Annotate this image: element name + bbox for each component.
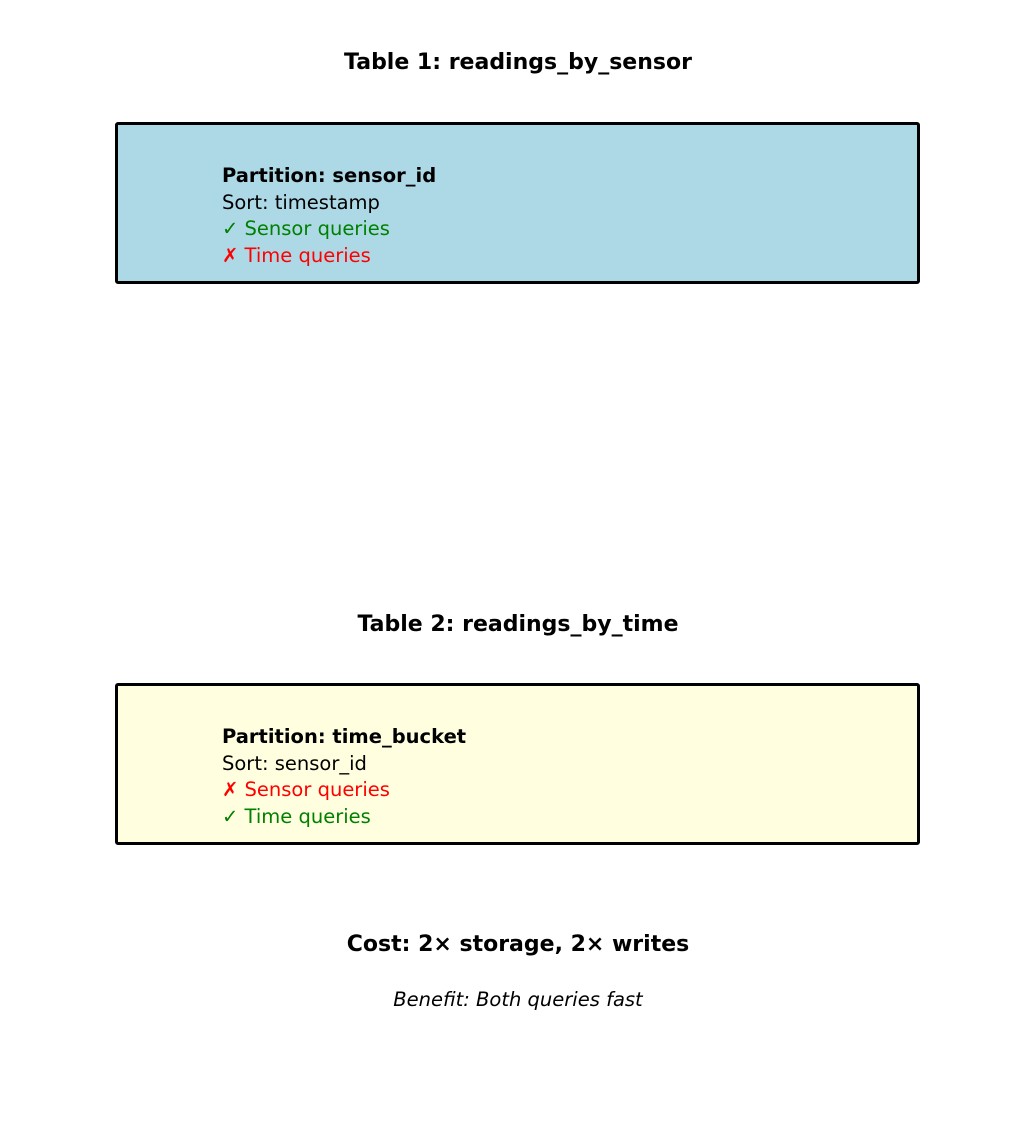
table2-sort: Sort: sensor_id (222, 751, 367, 775)
table1-sort: Sort: timestamp (222, 190, 380, 214)
table2-sensor-queries: ✗ Sensor queries (222, 778, 390, 801)
table1-sensor-queries: ✓ Sensor queries (222, 217, 390, 240)
table1-box: Partition: sensor_id Sort: timestamp ✓ S… (115, 122, 920, 284)
table2-partition: Partition: time_bucket (222, 725, 467, 748)
benefit-label: Benefit: Both queries fast (393, 988, 643, 1011)
table1-partition: Partition: sensor_id (222, 164, 437, 187)
table1-title: Table 1: readings_by_sensor (344, 50, 692, 75)
table1-time-queries: ✗ Time queries (222, 243, 371, 267)
cost-label: Cost: 2× storage, 2× writes (346, 932, 690, 957)
table2-time-queries: ✓ Time queries (222, 804, 371, 828)
table2-title: Table 2: readings_by_time (357, 612, 679, 637)
table2-box: Partition: time_bucket Sort: sensor_id ✗… (115, 683, 920, 845)
